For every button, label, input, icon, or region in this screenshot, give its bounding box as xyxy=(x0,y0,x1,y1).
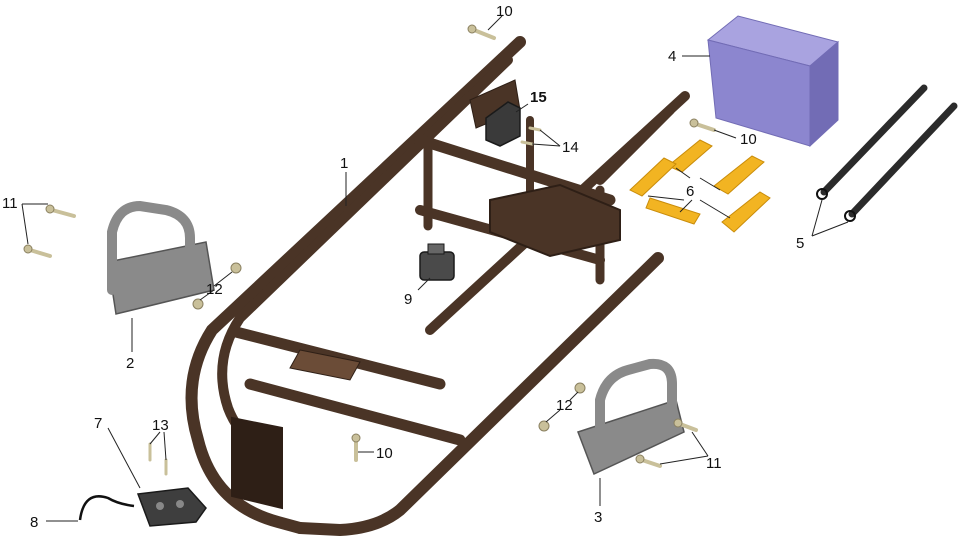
frame-cross-4 xyxy=(244,378,466,446)
callout-bolt-top: 10 xyxy=(496,3,513,20)
bracket-right xyxy=(577,358,685,476)
callout-battery: 4 xyxy=(668,48,676,65)
frame-cross-1 xyxy=(414,134,616,206)
bracket-left-loop xyxy=(107,200,195,295)
switch-button-2 xyxy=(176,500,184,508)
frame-center-box xyxy=(489,183,621,258)
regulator xyxy=(485,101,521,147)
strap-2-buckle xyxy=(844,210,856,222)
battery-side-face xyxy=(809,40,839,148)
callout-straps: 5 xyxy=(796,235,804,252)
pad-1 xyxy=(667,139,713,173)
bolts-right xyxy=(635,418,698,468)
switch-button-1 xyxy=(156,502,164,510)
frame-rear-rail xyxy=(595,105,675,185)
callout-nuts-left: 12 xyxy=(206,281,223,298)
screws-regulator xyxy=(520,126,542,146)
frame xyxy=(185,36,690,536)
pad-5 xyxy=(721,191,771,233)
leader-lines xyxy=(21,15,849,522)
strap-1-buckle xyxy=(816,188,828,200)
relay xyxy=(419,243,455,281)
frame-outer-rail-left xyxy=(185,36,526,534)
callout-bracket-right: 3 xyxy=(594,509,602,526)
strap-1 xyxy=(820,84,928,196)
callout-bolts-left: 11 xyxy=(2,195,18,212)
callout-screws-regulator: 14 xyxy=(562,139,579,156)
callout-nuts-right: 12 xyxy=(556,397,573,414)
nuts-right xyxy=(538,382,586,432)
pad-4 xyxy=(645,197,701,225)
callout-bolts-right: 11 xyxy=(706,455,722,472)
pad-3 xyxy=(629,157,677,197)
callout-bracket-left: 2 xyxy=(126,355,134,372)
frame-front-plate xyxy=(231,416,283,510)
callout-bolt-battery: 10 xyxy=(740,131,757,148)
strap-2 xyxy=(848,102,958,218)
callout-cable: 8 xyxy=(30,514,38,531)
bolt-top xyxy=(467,24,496,40)
pads xyxy=(629,139,771,233)
callout-regulator: 15 xyxy=(530,89,547,106)
cable xyxy=(78,495,135,521)
callout-switch-block: 7 xyxy=(94,415,102,432)
relay-body xyxy=(419,251,455,281)
fasteners xyxy=(23,24,716,476)
battery xyxy=(706,15,840,148)
straps xyxy=(816,84,958,222)
bolt-battery xyxy=(689,118,716,132)
regulator-body xyxy=(485,101,521,147)
frame-outer-rail-right xyxy=(294,252,664,536)
nuts-left xyxy=(192,262,242,310)
bracket-left xyxy=(107,200,215,315)
switch-block xyxy=(136,487,207,527)
bolt-bottom xyxy=(351,433,361,462)
relay-top xyxy=(427,243,445,255)
callout-labels: 1 2 3 4 5 6 7 8 9 10 10 10 11 11 12 12 1… xyxy=(2,3,804,531)
pad-2 xyxy=(713,155,765,195)
screws-switch xyxy=(148,442,168,476)
callout-pads: 6 xyxy=(686,183,694,200)
callout-screws-switch: 13 xyxy=(152,417,169,434)
frame-seat-plate xyxy=(289,349,361,381)
callout-frame: 1 xyxy=(340,155,348,172)
bracket-right-loop xyxy=(595,358,677,461)
callout-relay: 9 xyxy=(404,291,412,308)
bolts-left xyxy=(23,204,76,258)
switch-block-body xyxy=(136,487,207,527)
callout-bolt-bottom: 10 xyxy=(376,445,393,462)
